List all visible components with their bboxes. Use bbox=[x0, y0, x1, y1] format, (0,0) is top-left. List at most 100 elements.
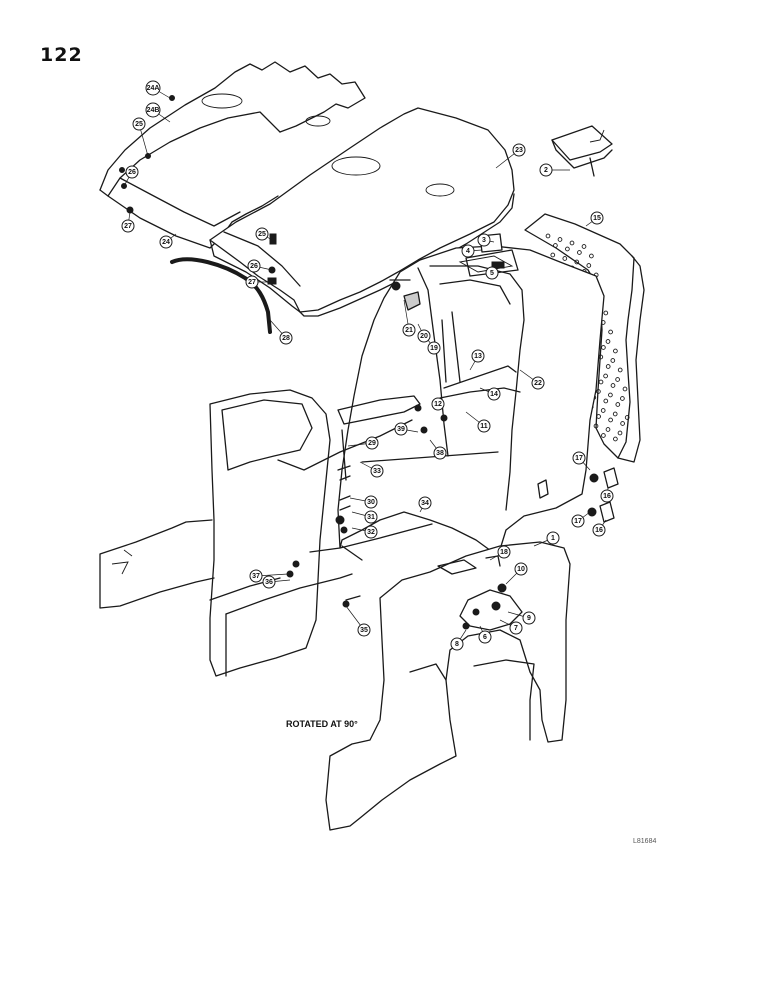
grille-hole bbox=[601, 345, 606, 350]
grille-hole bbox=[620, 396, 625, 401]
grille-hole bbox=[605, 364, 611, 369]
callout-37: 37 bbox=[249, 569, 263, 583]
callout-11: 11 bbox=[477, 419, 491, 433]
grille-hole bbox=[577, 250, 582, 255]
callout-number: 34 bbox=[421, 500, 429, 507]
callout-25: 25 bbox=[255, 227, 269, 241]
callout-number: 17 bbox=[574, 518, 582, 525]
grille-hole bbox=[605, 427, 611, 432]
callout-35: 35 bbox=[357, 623, 371, 637]
grille-hole bbox=[605, 339, 611, 344]
callout-number: 6 bbox=[483, 634, 487, 641]
callout-10: 10 bbox=[514, 562, 528, 576]
callout-number: 11 bbox=[480, 423, 488, 430]
callout-14: 14 bbox=[487, 387, 501, 401]
callout-21: 21 bbox=[402, 323, 416, 337]
grille-hole bbox=[610, 358, 616, 363]
callout-26: 26 bbox=[247, 259, 261, 273]
callout-30: 30 bbox=[364, 495, 378, 509]
grille-hole bbox=[550, 252, 556, 258]
callout-number: 28 bbox=[282, 335, 290, 342]
callout-number: 27 bbox=[124, 223, 132, 230]
callout-number: 19 bbox=[430, 345, 438, 352]
callout-24B: 24B bbox=[145, 102, 161, 118]
callout-number: 16 bbox=[603, 493, 611, 500]
callout-20: 20 bbox=[417, 329, 431, 343]
callout-36: 36 bbox=[262, 575, 276, 589]
callout-number: 26 bbox=[250, 263, 258, 270]
callout-number: 29 bbox=[368, 440, 376, 447]
callout-number: 25 bbox=[258, 231, 266, 238]
grille-hole bbox=[593, 423, 599, 429]
drawing-code: L81684 bbox=[633, 838, 657, 845]
callout-number: 14 bbox=[490, 391, 498, 398]
callout-number: 13 bbox=[474, 353, 482, 360]
grille-hole bbox=[601, 433, 606, 438]
grille-hole bbox=[610, 383, 616, 388]
grille-hole bbox=[596, 414, 601, 419]
hood-panel-23 bbox=[209, 107, 515, 317]
callout-18: 18 bbox=[497, 545, 511, 559]
grille-hole bbox=[596, 389, 601, 394]
rotation-note: ROTATED AT 90° bbox=[286, 719, 358, 729]
callout-number: 24B bbox=[147, 107, 160, 114]
grille-hole bbox=[617, 367, 623, 373]
radiator-cap-2 bbox=[551, 125, 613, 177]
callout-number: 25 bbox=[135, 121, 143, 128]
callout-2: 2 bbox=[539, 163, 553, 177]
grille-hole bbox=[615, 402, 621, 407]
grille-hole bbox=[589, 253, 594, 259]
callout-number: 10 bbox=[517, 566, 525, 573]
callout-3: 3 bbox=[477, 233, 491, 247]
callout-number: 23 bbox=[515, 147, 523, 154]
callout-5: 5 bbox=[485, 266, 499, 280]
callout-27: 27 bbox=[245, 275, 259, 289]
callout-number: 37 bbox=[252, 573, 260, 580]
grille-hole bbox=[608, 417, 613, 423]
callout-23: 23 bbox=[512, 143, 526, 157]
grille-hole bbox=[603, 373, 608, 379]
callout-number: 30 bbox=[367, 499, 375, 506]
callout-number: 7 bbox=[514, 625, 518, 632]
callout-number: 27 bbox=[248, 279, 256, 286]
hardware bbox=[119, 95, 619, 630]
callout-number: 12 bbox=[434, 401, 442, 408]
callout-number: 24 bbox=[162, 239, 170, 246]
callout-number: 39 bbox=[397, 426, 405, 433]
callout-4: 4 bbox=[461, 244, 475, 258]
callout-number: 9 bbox=[527, 615, 531, 622]
callout-number: 22 bbox=[534, 380, 542, 387]
callout-17: 17 bbox=[572, 451, 586, 465]
mounting-bracket-1 bbox=[325, 541, 571, 831]
callout-27: 27 bbox=[121, 219, 135, 233]
grille-hole bbox=[617, 430, 623, 436]
callout-24A: 24A bbox=[145, 80, 161, 96]
callout-38: 38 bbox=[433, 446, 447, 460]
grille-hole bbox=[613, 436, 618, 442]
grille-hole bbox=[545, 233, 551, 239]
callout-number: 8 bbox=[455, 641, 459, 648]
callout-8: 8 bbox=[450, 637, 464, 651]
grille-hole bbox=[569, 240, 575, 246]
callout-34: 34 bbox=[418, 496, 432, 510]
grille-hole bbox=[620, 421, 625, 426]
grille-hole bbox=[608, 392, 613, 398]
grille-hole bbox=[624, 415, 630, 420]
callout-number: 38 bbox=[436, 450, 444, 457]
callout-16: 16 bbox=[592, 523, 606, 537]
grille-hole bbox=[613, 348, 618, 354]
callout-number: 32 bbox=[367, 529, 375, 536]
callout-16: 16 bbox=[600, 489, 614, 503]
callout-number: 16 bbox=[595, 527, 603, 534]
fender-seat-assembly bbox=[99, 389, 433, 677]
callout-13: 13 bbox=[471, 349, 485, 363]
grille-hole bbox=[598, 379, 604, 385]
callout-number: 26 bbox=[128, 169, 136, 176]
grille-hole bbox=[586, 263, 592, 268]
grille-hole bbox=[615, 377, 620, 382]
callout-number: 15 bbox=[593, 215, 601, 222]
callout-number: 4 bbox=[466, 248, 470, 255]
callout-17: 17 bbox=[571, 514, 585, 528]
